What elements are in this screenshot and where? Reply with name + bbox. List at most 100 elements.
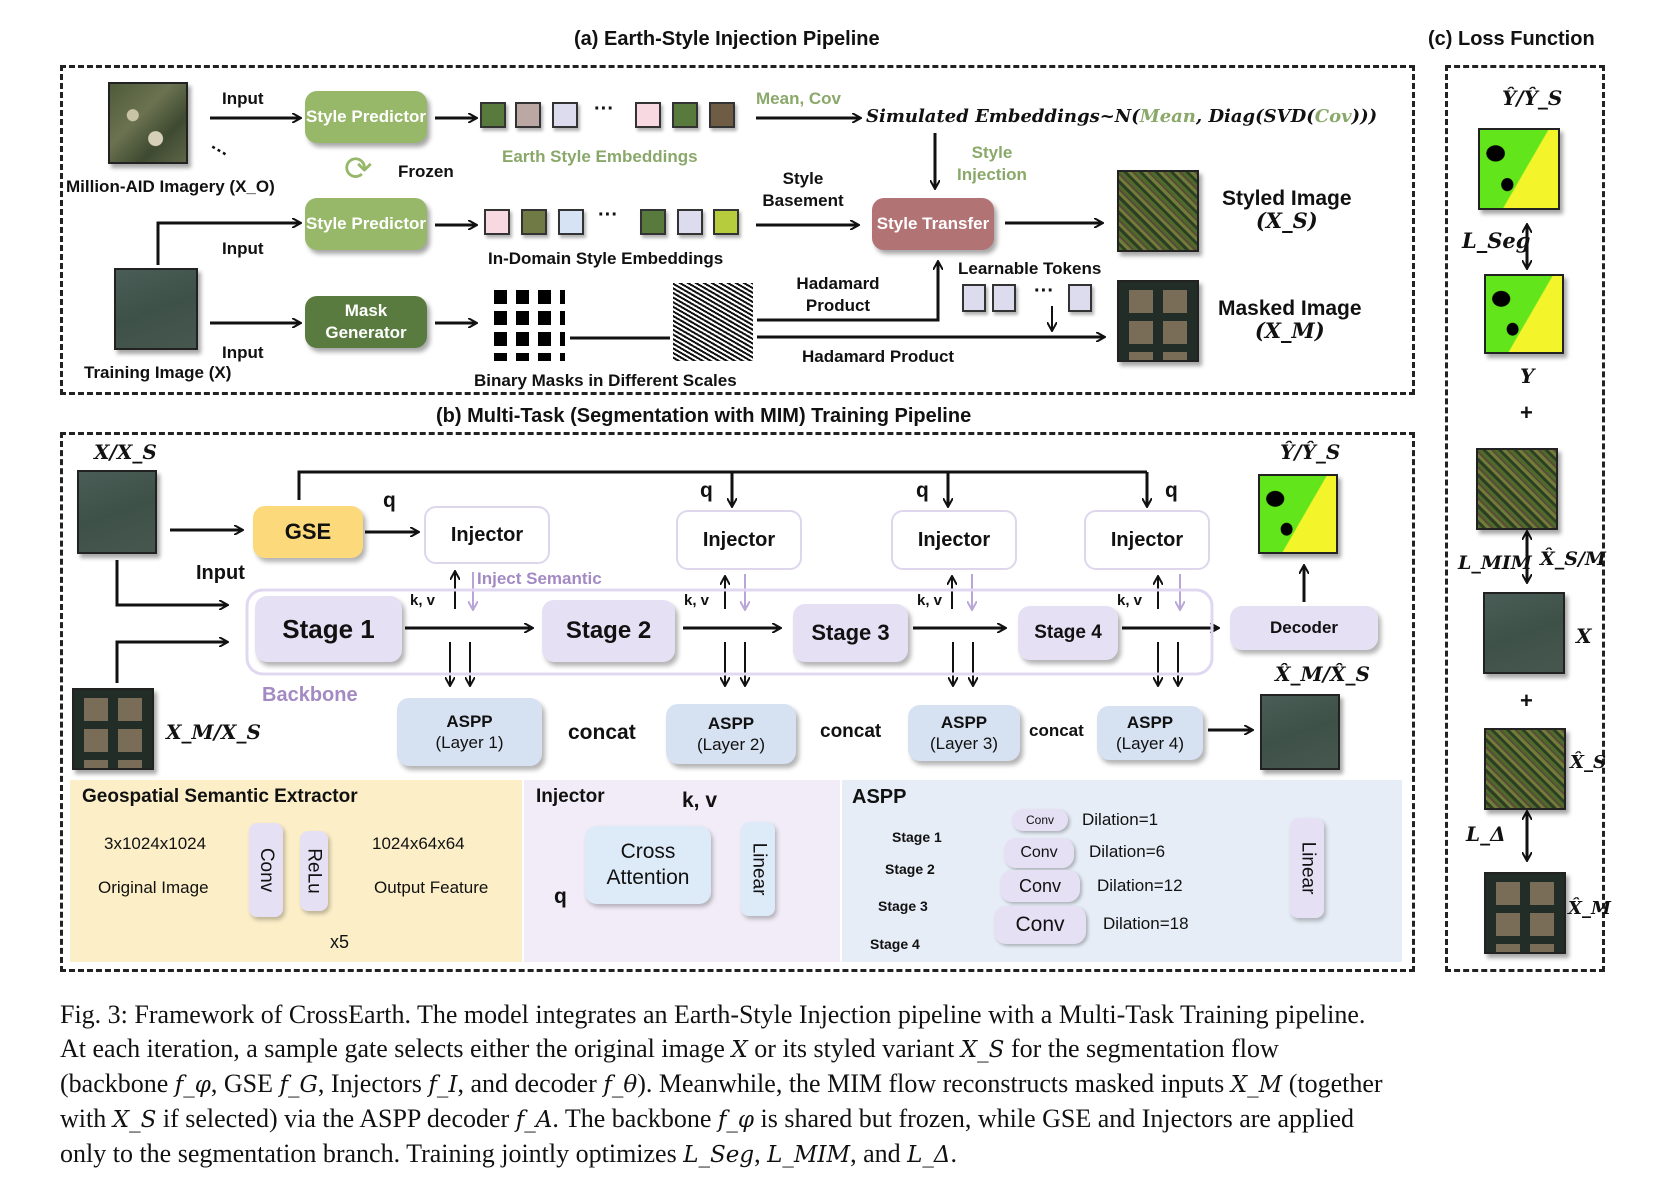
frozen-label: Frozen (398, 162, 454, 181)
gse-conv-block: Conv (249, 823, 283, 917)
l-mim-label: L_MIM (1458, 552, 1532, 574)
caption-line: (backbone f_φ, GSE f_G, Injectors f_I, a… (60, 1069, 1383, 1098)
injector-2: Injector (676, 510, 802, 570)
training-image-label: Training Image (X) (84, 363, 232, 382)
aspp-stage-input: Stage 1 (892, 829, 942, 845)
q-label: q (916, 479, 929, 502)
plus-sign: + (1520, 688, 1533, 713)
injector-4: Injector (1084, 510, 1210, 570)
l-seg-label: L_Seg (1462, 228, 1531, 253)
earth-swatch (480, 102, 506, 128)
aspp-conv-d12: Conv (1000, 870, 1080, 902)
training-image (114, 268, 198, 350)
seg-output-label: Ŷ/Ŷ_S (1280, 440, 1341, 464)
figure-caption: Fig. 3: Framework of CrossEarth. The mod… (60, 998, 1612, 1172)
loss-xm-image (1484, 872, 1566, 954)
q-label: q (700, 479, 713, 502)
gse-panel-title: Geospatial Semantic Extractor (82, 786, 358, 807)
caption-line: At each iteration, a sample gate selects… (60, 1034, 1279, 1063)
l-delta-label: L_Δ (1466, 822, 1506, 846)
million-aid-label: Million-AID Imagery (X_O) (66, 177, 275, 196)
style-predictor: Style Predictor (305, 198, 427, 250)
section-a-frame (60, 65, 1415, 395)
aspp-conv-d6: Conv (1004, 838, 1074, 868)
aspp-stage-input: Stage 2 (885, 861, 935, 877)
seg-output-image (1258, 474, 1338, 554)
gse-relu-block: ReLu (300, 831, 328, 911)
aspp-layer-4: ASPP(Layer 4) (1097, 706, 1203, 760)
input-label: Input (196, 562, 245, 584)
dilation-label: Dilation=18 (1103, 914, 1189, 933)
loss-pred-image (1478, 128, 1560, 210)
kv-label: k, v (917, 592, 943, 609)
million-aid-image (108, 82, 188, 164)
earth-style-embeddings-label: Earth Style Embeddings (502, 147, 698, 166)
loss-x-image (1483, 592, 1565, 674)
concat-label: concat (820, 721, 882, 742)
binary-mask-fine (673, 283, 753, 361)
caption-line: Fig. 3: Framework of CrossEarth. The mod… (60, 1000, 1366, 1029)
mask-generator-box: Mask Generator (305, 296, 427, 348)
recon-output-label: X̂_M/X̂_S (1275, 662, 1370, 686)
masked-input-stack (72, 688, 154, 770)
binary-masks-label: Binary Masks in Different Scales (474, 371, 737, 390)
dilation-label: Dilation=1 (1082, 810, 1159, 829)
hadamard-product-upper: Hadamard Product (796, 274, 880, 315)
learnable-token (1068, 284, 1092, 312)
style-transfer-box: Style Transfer (872, 198, 994, 250)
stage-2: Stage 2 (542, 600, 675, 662)
style-injection-label: Style Injection (957, 143, 1027, 184)
mean-cov-label: Mean, Cov (756, 89, 842, 108)
cross-attention-block: Cross Attention (585, 826, 711, 904)
section-b-frame (60, 432, 1415, 972)
loss-gt-image (1484, 274, 1564, 354)
ellipsis: ··· (598, 204, 618, 226)
learnable-token (962, 284, 986, 312)
aspp-layer-3: ASPP(Layer 3) (908, 705, 1020, 761)
aspp-conv-d1: Conv (1012, 809, 1068, 831)
input-image-stack (77, 470, 157, 554)
learnable-tokens-label: Learnable Tokens (958, 259, 1102, 278)
gse-output-name: Output Feature (374, 878, 489, 897)
loss-recon-image (1476, 448, 1558, 530)
aspp-linear-block: Linear (1290, 818, 1324, 918)
recon-output-image (1260, 694, 1340, 770)
loss-xm-label: X̂_M (1568, 898, 1611, 919)
gse-repeat-label: x5 (330, 932, 350, 952)
concat-label: concat (568, 721, 636, 744)
decoder-box: Decoder (1230, 606, 1378, 650)
kv-label: k, v (410, 592, 436, 609)
learnable-token (992, 284, 1016, 312)
loss-x-label: X (1576, 624, 1592, 648)
backbone-label: Backbone (262, 684, 358, 706)
injector-panel-title: Injector (536, 786, 605, 807)
simulated-embeddings-formula: Simulated Embeddings~N(Mean, Diag(SVD(Co… (866, 106, 1378, 127)
loss-pred-label: Ŷ/Ŷ_S (1502, 86, 1563, 110)
injector-linear-block: Linear (741, 822, 775, 916)
in-domain-embeddings-label: In-Domain Style Embeddings (488, 249, 724, 268)
earth-swatch (552, 102, 578, 128)
earth-swatch (515, 102, 541, 128)
in-domain-swatch (640, 209, 666, 235)
input-label: Input (222, 343, 264, 362)
injector-panel-q: q (554, 885, 567, 908)
ellipsis: ··· (594, 98, 614, 120)
in-domain-swatch (484, 209, 510, 235)
gse-input-dims: 3x1024x1024 (104, 834, 207, 853)
concat-label: concat (1029, 721, 1084, 740)
loss-xs-image (1484, 728, 1566, 810)
in-domain-swatch (677, 209, 703, 235)
binary-mask-coarse (485, 283, 565, 361)
ellipsis: ··· (1034, 280, 1054, 302)
style-predictor-frozen: Style Predictor (305, 91, 427, 143)
gse-input-name: Original Image (98, 878, 209, 897)
in-domain-swatch (713, 209, 739, 235)
gse-output-dims: 1024x64x64 (372, 834, 465, 853)
gse-panel (70, 780, 522, 962)
loss-recon-label: X̂_S/M (1540, 548, 1606, 570)
aspp-layer-2: ASPP(Layer 2) (666, 704, 796, 764)
inject-semantic-label: Inject Semantic (477, 569, 602, 588)
earth-swatch (672, 102, 698, 128)
section-c-frame (1445, 65, 1605, 972)
stage-1: Stage 1 (255, 596, 402, 662)
